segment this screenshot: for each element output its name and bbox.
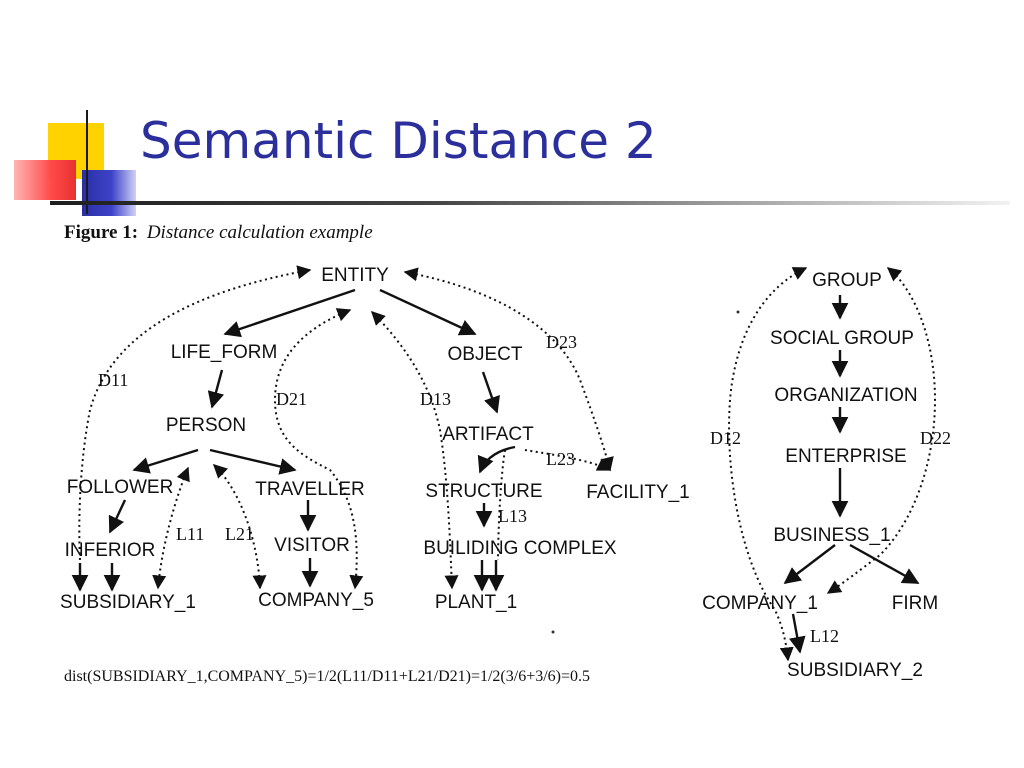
path-d22 — [826, 267, 937, 594]
node-social-group: SOCIAL GROUP — [770, 328, 914, 349]
edge-object-artifact — [481, 371, 500, 414]
deco-vertical-line — [86, 110, 88, 214]
node-facility-1: FACILITY_1 — [586, 482, 690, 503]
node-company-1: COMPANY_1 — [702, 593, 818, 614]
node-object: OBJECT — [448, 344, 523, 365]
edge-person-follower — [132, 448, 199, 474]
node-structure: STRUCTURE — [425, 481, 542, 502]
edge-entity-object — [379, 288, 477, 336]
edge-company1-subsidiary2 — [788, 613, 806, 654]
node-plant-1: PLANT_1 — [435, 592, 517, 613]
right-distance-paths — [728, 267, 937, 662]
caption-text: Distance calculation example — [146, 222, 373, 243]
edge-artifact-structure — [477, 445, 516, 474]
edge-follower-inferior — [108, 499, 127, 534]
deco-red-square — [14, 160, 76, 200]
edge-labels: D11 D21 D13 D23 L11 L21 L23 L13 D12 D22 … — [98, 332, 951, 646]
node-person: PERSON — [166, 415, 246, 436]
label-l13: L13 — [498, 506, 527, 526]
label-l21: L21 — [225, 524, 254, 544]
figure-caption: Figure 1: Distance calculation example — [64, 222, 373, 243]
distance-diagram: Figure 1: Distance calculation example — [60, 222, 951, 685]
node-enterprise: ENTERPRISE — [785, 446, 906, 467]
label-d13: D13 — [420, 389, 451, 409]
label-d12: D12 — [710, 428, 741, 448]
caption-label: Figure 1: — [64, 222, 138, 243]
node-artifact: ARTIFACT — [442, 424, 534, 445]
node-follower: FOLLOWER — [67, 477, 174, 498]
edge-business1-company1 — [783, 544, 836, 585]
label-l12: L12 — [810, 626, 839, 646]
node-company-5: COMPANY_5 — [258, 590, 374, 611]
node-building-complex: BUILIDING COMPLEX — [423, 538, 617, 559]
label-d21: D21 — [276, 389, 307, 409]
path-l11 — [152, 466, 190, 590]
title-underline — [50, 201, 1010, 205]
path-d11 — [78, 265, 312, 561]
label-l23: L23 — [546, 449, 575, 469]
label-d22: D22 — [920, 428, 951, 448]
label-l11: L11 — [176, 524, 204, 544]
path-l21 — [212, 464, 267, 590]
node-traveller: TRAVELLER — [255, 479, 364, 500]
node-business-1: BUSINESS_1 — [773, 525, 890, 546]
node-firm: FIRM — [892, 593, 938, 614]
speck-1 — [736, 310, 740, 314]
edge-business1-firm — [849, 543, 920, 585]
node-life-form: LIFE_FORM — [171, 342, 278, 363]
edge-person-traveller — [209, 448, 297, 475]
node-subsidiary-1: SUBSIDIARY_1 — [60, 592, 196, 613]
node-labels: ENTITY LIFE_FORM OBJECT PERSON ARTIFACT … — [60, 265, 938, 681]
label-d11: D11 — [98, 370, 128, 390]
label-d23: D23 — [546, 332, 577, 352]
distance-formula: dist(SUBSIDIARY_1,COMPANY_5)=1/2(L11/D11… — [64, 668, 590, 685]
node-subsidiary-2: SUBSIDIARY_2 — [787, 660, 923, 681]
node-group: GROUP — [812, 270, 882, 291]
node-inferior: INFERIOR — [65, 540, 156, 561]
speck-2 — [551, 630, 555, 634]
deco-blue-square — [82, 170, 136, 216]
node-visitor: VISITOR — [274, 535, 350, 556]
edge-entity-lifeform — [223, 288, 356, 338]
edge-lifeform-person — [207, 369, 225, 409]
node-organization: ORGANIZATION — [774, 385, 917, 406]
slide-title: Semantic Distance 2 — [140, 112, 657, 170]
path-d21 — [273, 308, 364, 590]
distance-paths — [78, 265, 614, 590]
node-entity: ENTITY — [321, 265, 389, 286]
